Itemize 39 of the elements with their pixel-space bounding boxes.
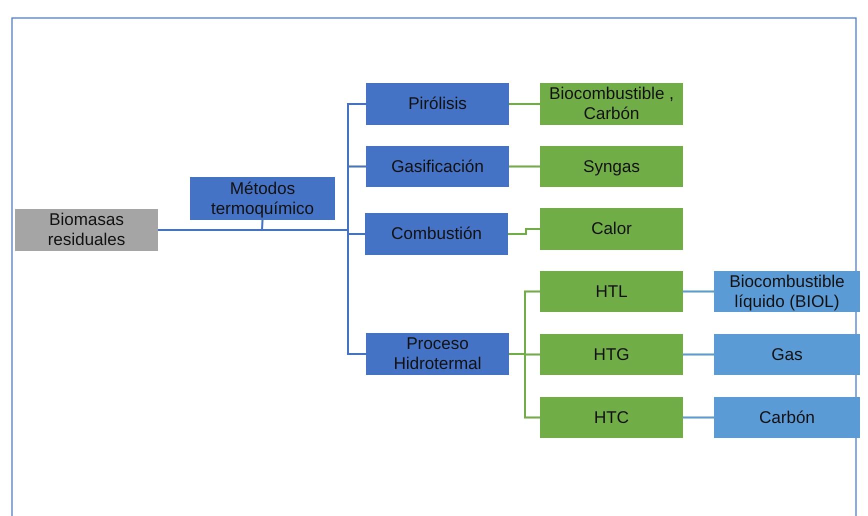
process-box <box>540 83 683 125</box>
box-label: Gasificación <box>391 156 484 176</box>
process-box <box>366 333 509 375</box>
box-label: Carbón <box>759 408 815 428</box>
process-box <box>540 208 683 250</box>
box-label: Proceso Hidrotermal <box>392 334 482 374</box>
process-box <box>540 397 683 438</box>
box-label: Gas <box>771 344 803 364</box>
connector-line <box>509 166 540 168</box>
box-label: HTL <box>595 282 628 302</box>
box-label: Pirólisis <box>408 94 467 114</box>
process-box <box>714 271 860 312</box>
process-box <box>540 334 683 375</box>
process-box <box>540 146 683 187</box>
box-label: HTG <box>594 344 630 364</box>
connector-line <box>683 290 714 292</box>
connector-line <box>683 354 714 356</box>
box-label: Syngas <box>583 156 640 176</box>
process-box <box>714 334 860 375</box>
process-box <box>540 271 683 312</box>
connector-line <box>509 353 540 418</box>
process-box <box>365 213 508 255</box>
box-label: Biocombustible líquido (BIOL) <box>728 272 846 312</box>
connector-line <box>683 416 714 418</box>
process-box <box>15 209 158 251</box>
process-box <box>366 83 509 125</box>
connector-line <box>508 228 540 235</box>
box-label: Biomasas residuales <box>46 210 126 250</box>
connector-line <box>509 103 540 105</box>
box-label: Calor <box>591 219 632 239</box>
box-label: HTC <box>594 408 629 428</box>
box-label: Métodos termoquímico <box>210 178 315 218</box>
leader-line <box>261 220 264 230</box>
process-box <box>190 177 335 220</box>
box-label: Biocombustible , Carbón <box>548 84 675 124</box>
process-box <box>366 146 509 187</box>
process-box <box>714 397 860 438</box>
box-label: Combustión <box>391 224 482 244</box>
connector-line <box>158 229 366 355</box>
